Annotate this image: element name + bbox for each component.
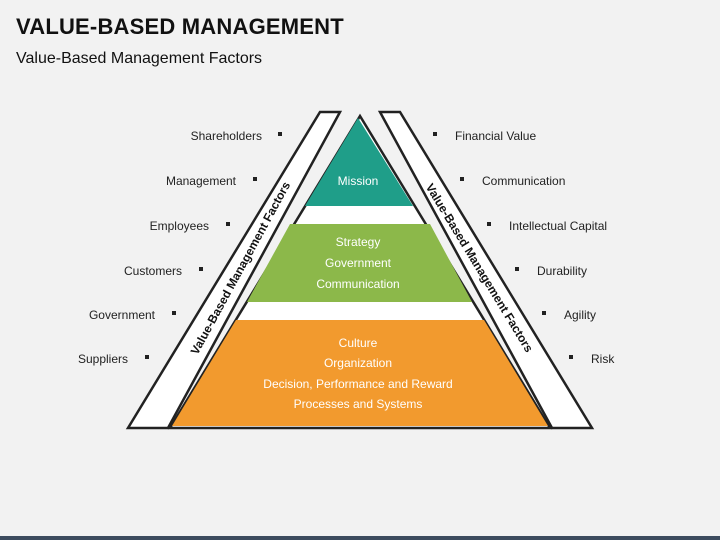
- left-factor-suppliers: Suppliers: [78, 352, 128, 366]
- right-factor-agility: Agility: [564, 308, 596, 322]
- right-bullet: [460, 177, 464, 181]
- tier-1-line-1: Mission: [338, 174, 379, 188]
- tier-3-line-4: Processes and Systems: [294, 397, 423, 411]
- tier-2-line-3: Communication: [316, 277, 399, 291]
- right-band: [377, 110, 595, 430]
- tier-3-line-3: Decision, Performance and Reward: [263, 377, 452, 391]
- tier-3-line-1: Culture: [339, 336, 378, 350]
- left-band: [125, 110, 343, 430]
- right-factor-communication: Communication: [482, 174, 565, 188]
- right-factor-intellectual-capital: Intellectual Capital: [509, 219, 607, 233]
- right-factor-financial-value: Financial Value: [455, 129, 536, 143]
- right-bullet: [515, 267, 519, 271]
- tier-3-line-2: Organization: [324, 356, 392, 370]
- slide-title: VALUE-BASED MANAGEMENT: [16, 14, 344, 39]
- right-bullet: [433, 132, 437, 136]
- left-bullet: [172, 311, 176, 315]
- right-bullet: [569, 355, 573, 359]
- tier-2-line-1: Strategy: [336, 235, 381, 249]
- left-factor-employees: Employees: [150, 219, 209, 233]
- right-factor-risk: Risk: [591, 352, 615, 366]
- left-bullet: [226, 222, 230, 226]
- left-factor-customers: Customers: [124, 264, 182, 278]
- left-bullet: [253, 177, 257, 181]
- tier-mission: [305, 118, 413, 206]
- left-bullet: [278, 132, 282, 136]
- slide-subtitle: Value-Based Management Factors: [16, 50, 263, 67]
- left-factor-government: Government: [89, 308, 156, 322]
- left-bullet: [199, 267, 203, 271]
- right-bullet: [542, 311, 546, 315]
- tier-strategy: [247, 224, 472, 302]
- footer-bar: [0, 536, 720, 540]
- right-factor-durability: Durability: [537, 264, 587, 278]
- tier-2-line-2: Government: [325, 256, 392, 270]
- left-factor-management: Management: [166, 174, 237, 188]
- tier-culture: [172, 320, 548, 426]
- left-bullet: [145, 355, 149, 359]
- left-factor-shareholders: Shareholders: [191, 129, 262, 143]
- right-bullet: [487, 222, 491, 226]
